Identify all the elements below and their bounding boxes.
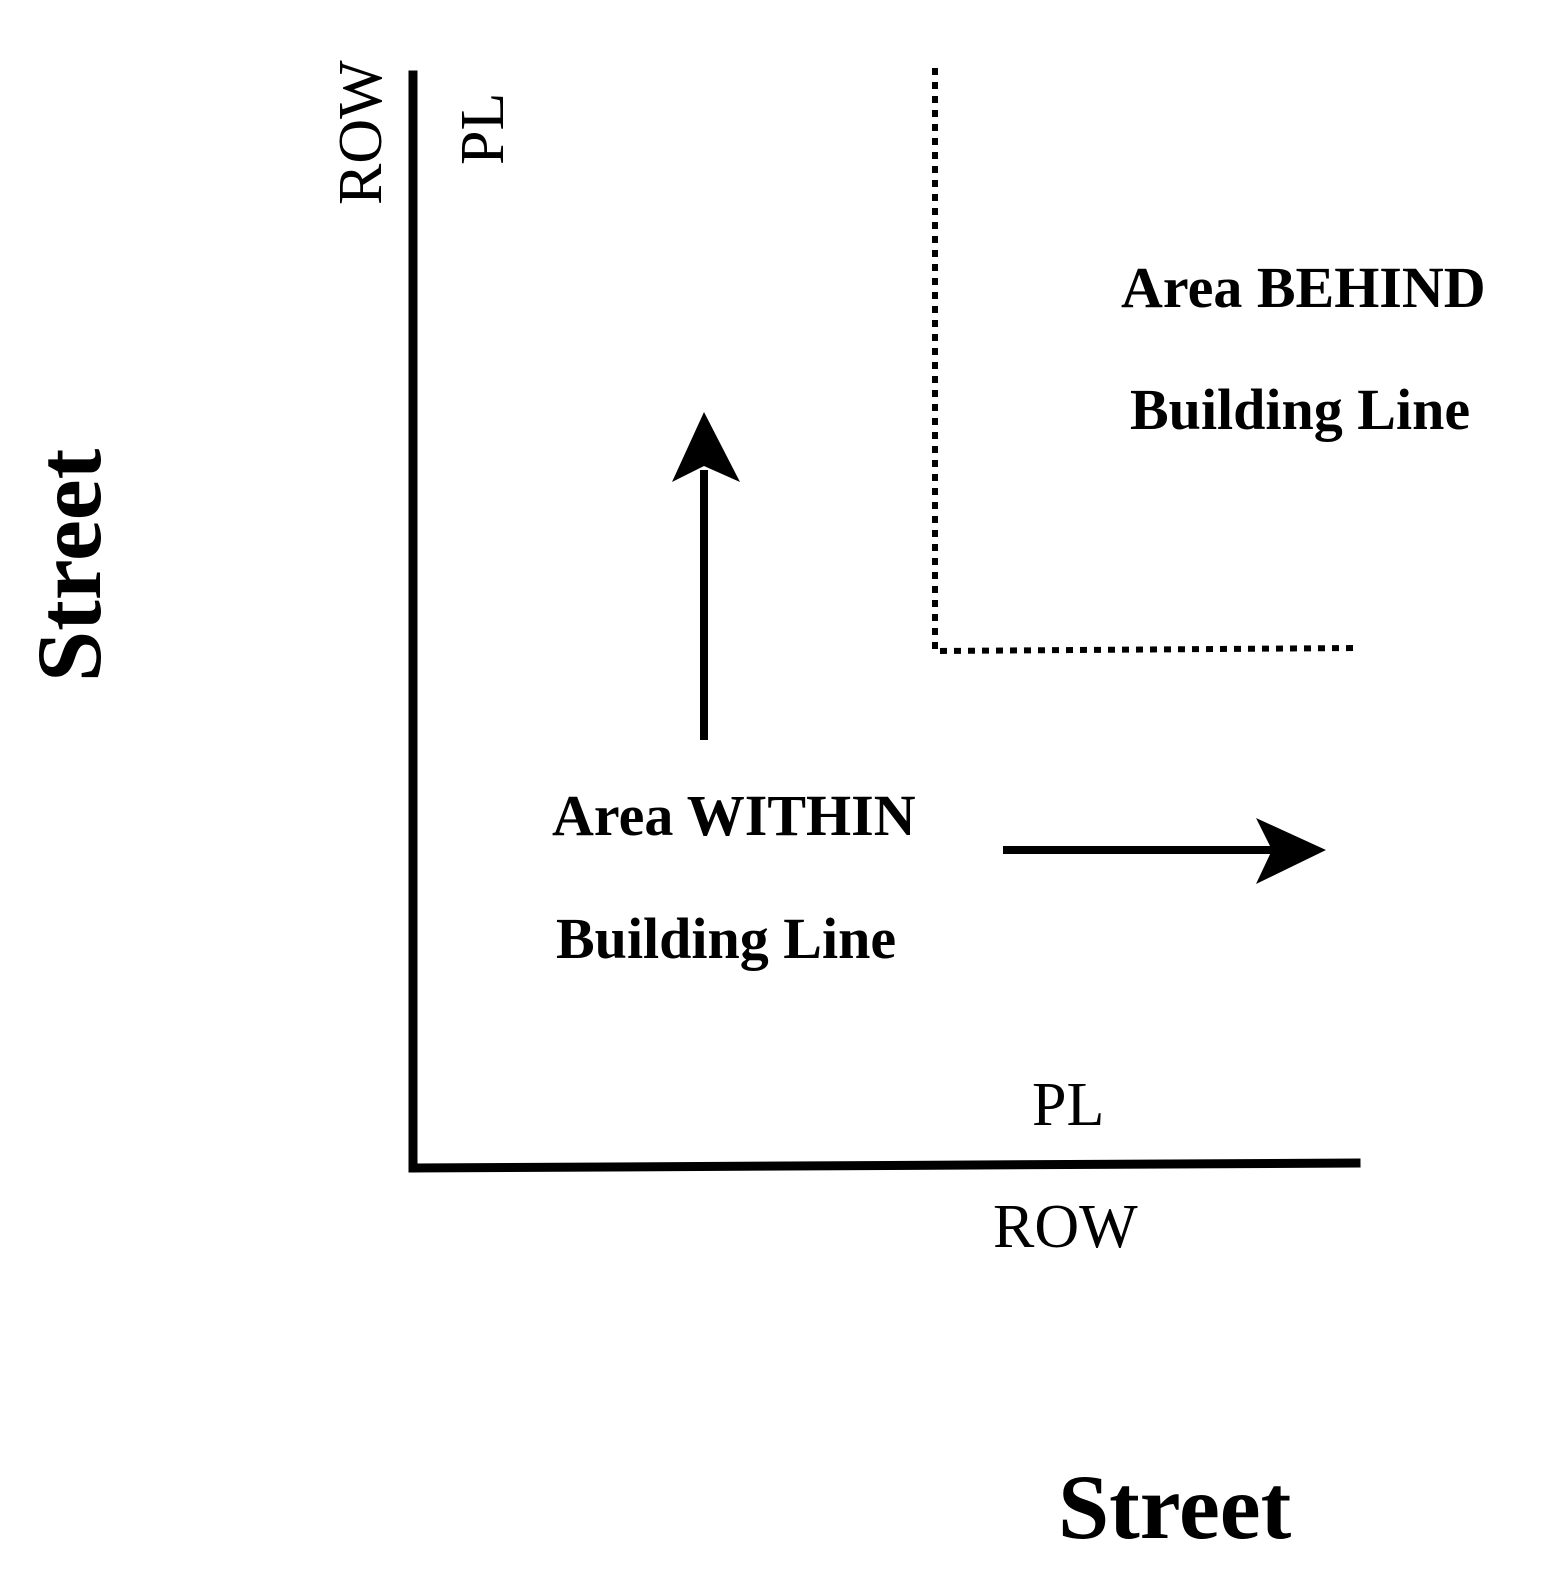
up-arrow-head [672,412,740,482]
pl-label-bottom: PL [1032,1071,1104,1139]
row-label-left: ROW [327,60,395,205]
row-label-bottom: ROW [993,1193,1138,1261]
pl-label-left: PL [449,93,517,165]
area-within-label-line2: Building Line [556,906,896,971]
street-label-left: Street [18,448,120,682]
right-arrow-head [1256,818,1326,884]
area-behind-label-line1: Area BEHIND [1121,255,1486,320]
area-within-label-line1: Area WITHIN [552,783,916,848]
street-label-bottom: Street [1058,1456,1292,1558]
bottom-property-line [408,1158,1361,1173]
building-line-dotted [932,68,1359,655]
area-behind-label-line2: Building Line [1130,377,1470,442]
